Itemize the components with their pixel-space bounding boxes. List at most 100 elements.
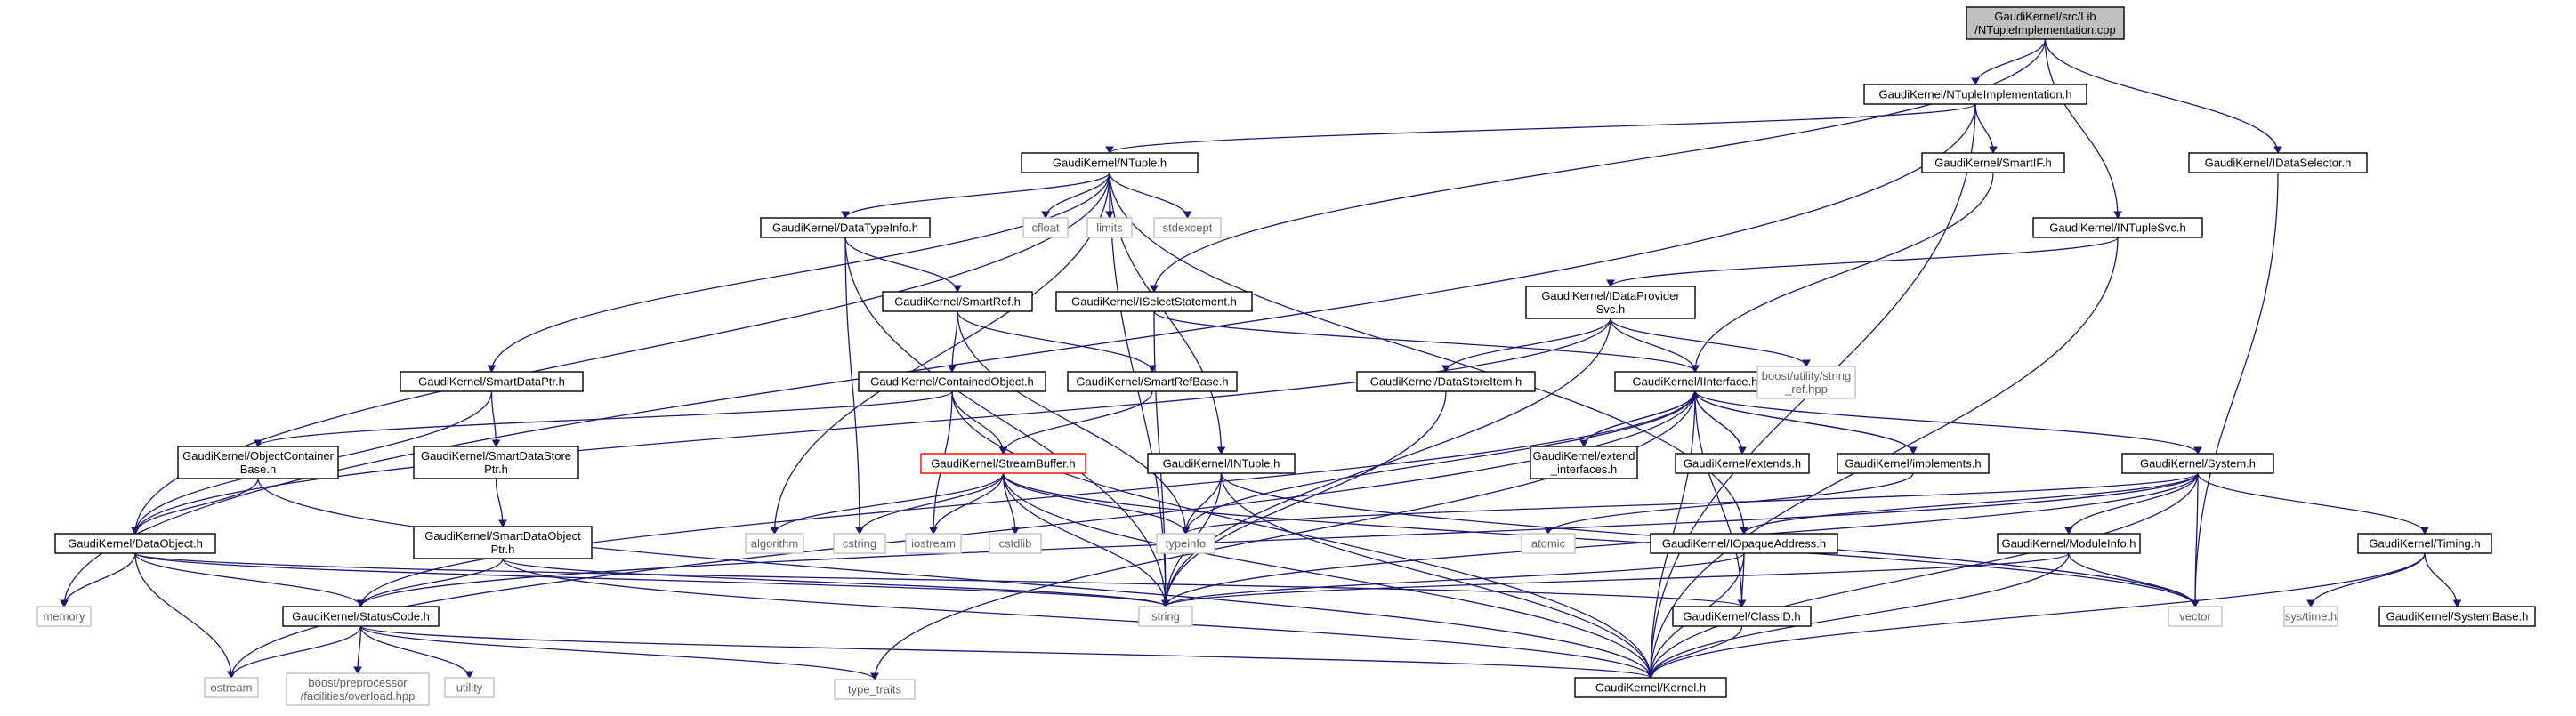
node-smartif[interactable]: GaudiKernel/SmartIF.h [1921, 152, 2065, 173]
edge-ntuple_h-to-dataobject [134, 172, 1110, 535]
edge-streambuffer-to-algorithm [773, 472, 1005, 535]
node-box [2378, 606, 2536, 627]
node-box [834, 679, 916, 700]
node-label: limits [1096, 221, 1123, 235]
edge-dataobject-to-memory [63, 552, 136, 607]
node-label: stdexcept [1163, 221, 1213, 235]
arrowhead-iinterface-to-system [2193, 446, 2202, 455]
edge-smartrefbase-to-streambuffer [1002, 390, 1153, 455]
edge-smartif-to-iinterface [1694, 172, 1994, 373]
edge-system-to-statuscode [359, 472, 2199, 607]
edge-statuscode-to-typetraits [359, 625, 876, 680]
node-cstdlib: cstdlib [989, 533, 1042, 554]
edge-streambuffer-to-cstring [859, 472, 1005, 535]
node-datastoreitem[interactable]: GaudiKernel/DataStoreItem.h [1356, 371, 1536, 392]
node-idatasel[interactable]: GaudiKernel/IDataSelector.h [2188, 152, 2368, 173]
node-box [1086, 217, 1133, 238]
edge-streambuffer-to-kernel [1002, 472, 1651, 679]
node-label: GaudiKernel/SmartDataPtr.h [418, 375, 565, 389]
node-systembase[interactable]: GaudiKernel/SystemBase.h [2378, 606, 2536, 627]
node-statuscode[interactable]: GaudiKernel/StatusCode.h [282, 606, 440, 627]
node-label: GaudiKernel/implements.h [1845, 457, 1981, 471]
edge-intuplesvc-to-idataprov [1610, 237, 2119, 287]
node-iselect[interactable]: GaudiKernel/ISelectStatement.h [1055, 291, 1253, 312]
node-vector: vector [2168, 606, 2223, 627]
edge-implements-to-atomic [1547, 472, 1914, 535]
arrowhead-ntimpl_h-to-smartif [1989, 146, 1998, 155]
edge-statuscode-to-kernel [359, 625, 1651, 679]
node-box [444, 677, 495, 698]
node-kernel[interactable]: GaudiKernel/Kernel.h [1574, 677, 1727, 698]
arrowhead-dataobject-to-memory [60, 599, 69, 608]
node-timing[interactable]: GaudiKernel/Timing.h [2357, 533, 2492, 554]
arrowhead-idataprov-to-datastoreitem [1441, 365, 1450, 374]
edge-dataobject-to-statuscode [134, 552, 362, 607]
node-box [745, 533, 804, 554]
node-system[interactable]: GaudiKernel/System.h [2121, 453, 2274, 474]
node-box [1521, 533, 1576, 554]
edge-system-to-vector [2194, 472, 2199, 607]
arrowhead-system-to-moduleinfo [2064, 527, 2073, 535]
node-dataobject[interactable]: GaudiKernel/DataObject.h [54, 533, 216, 554]
node-intuplesvc[interactable]: GaudiKernel/INTupleSvc.h [2032, 217, 2203, 238]
edge-system-to-iopaque [1743, 472, 2199, 535]
node-typetraits: type_traits [834, 679, 916, 700]
arrowhead-contained-to-objcontainer [254, 439, 262, 448]
edge-smartdataobj-to-kernel [502, 558, 1651, 679]
node-box [2168, 606, 2223, 627]
node-ntimpl_h[interactable]: GaudiKernel/NTupleImplementation.h [1863, 84, 2087, 105]
node-box [1525, 286, 1696, 319]
node-smartrefbase[interactable]: GaudiKernel/SmartRefBase.h [1067, 371, 1238, 392]
node-iopaque[interactable]: GaudiKernel/IOpaqueAddress.h [1650, 533, 1838, 554]
arrowhead-smartdataptr-to-smartdatastore [491, 439, 501, 448]
edge-extendiface-to-iinterface [1583, 390, 1696, 447]
node-box [286, 672, 430, 706]
node-datatypeinfo[interactable]: GaudiKernel/DataTypeInfo.h [760, 217, 931, 238]
node-moduleinfo[interactable]: GaudiKernel/ModuleInfo.h [1997, 533, 2141, 554]
node-label: GaudiKernel/DataStoreItem.h [1370, 375, 1522, 389]
node-contained[interactable]: GaudiKernel/ContainedObject.h [858, 371, 1046, 392]
node-box [413, 446, 579, 479]
node-box [1147, 453, 1296, 474]
node-label: Svc.h [1596, 302, 1626, 316]
edge-moduleinfo-to-string [1165, 552, 2070, 607]
node-intuple[interactable]: GaudiKernel/INTuple.h [1147, 453, 1296, 474]
node-ntuple_h[interactable]: GaudiKernel/NTuple.h [1021, 152, 1199, 173]
node-smartref[interactable]: GaudiKernel/SmartRef.h [882, 291, 1033, 312]
node-box [54, 533, 216, 554]
node-box [833, 533, 886, 554]
node-box [1055, 291, 1253, 312]
node-box [1530, 446, 1638, 479]
node-classid[interactable]: GaudiKernel/ClassID.h [1672, 606, 1812, 627]
node-extendiface[interactable]: GaudiKernel/extend_interfaces.h [1530, 446, 1638, 479]
node-box [1153, 217, 1222, 238]
edge-ntimpl_h-to-memory [63, 103, 1976, 607]
node-label: type_traits [848, 683, 901, 696]
node-box [1650, 533, 1838, 554]
node-extends[interactable]: GaudiKernel/extends.h [1675, 453, 1810, 474]
arrowhead-datatypeinfo-to-smartref [953, 285, 962, 294]
edge-iinterface-to-typetraits [874, 390, 1696, 680]
node-iinterface[interactable]: GaudiKernel/IInterface.h [1614, 371, 1776, 392]
node-label: memory [44, 610, 85, 623]
node-typeinfo: typeinfo [1156, 533, 1215, 554]
node-label: GaudiKernel/SmartDataObject [424, 529, 581, 543]
node-implements[interactable]: GaudiKernel/implements.h [1837, 453, 1990, 474]
node-root[interactable]: GaudiKernel/src/Lib/NTupleImplementation… [1966, 6, 2125, 40]
node-label: cfloat [1031, 221, 1059, 235]
node-streambuffer[interactable]: GaudiKernel/StreamBuffer.h [920, 453, 1086, 474]
node-smartdataptr[interactable]: GaudiKernel/SmartDataPtr.h [400, 371, 584, 392]
edge-idataprov-to-dataobject [134, 318, 1611, 535]
node-label: vector [2179, 610, 2211, 623]
edge-idataprov-to-string [1165, 318, 1611, 607]
node-box [882, 291, 1033, 312]
node-box [1675, 453, 1810, 474]
node-label: ostream [211, 681, 253, 695]
node-label: GaudiKernel/DataObject.h [68, 537, 203, 551]
arrowhead-implements-to-iinterface [1691, 390, 1700, 398]
arrowhead-statuscode-to-typetraits [870, 672, 879, 681]
